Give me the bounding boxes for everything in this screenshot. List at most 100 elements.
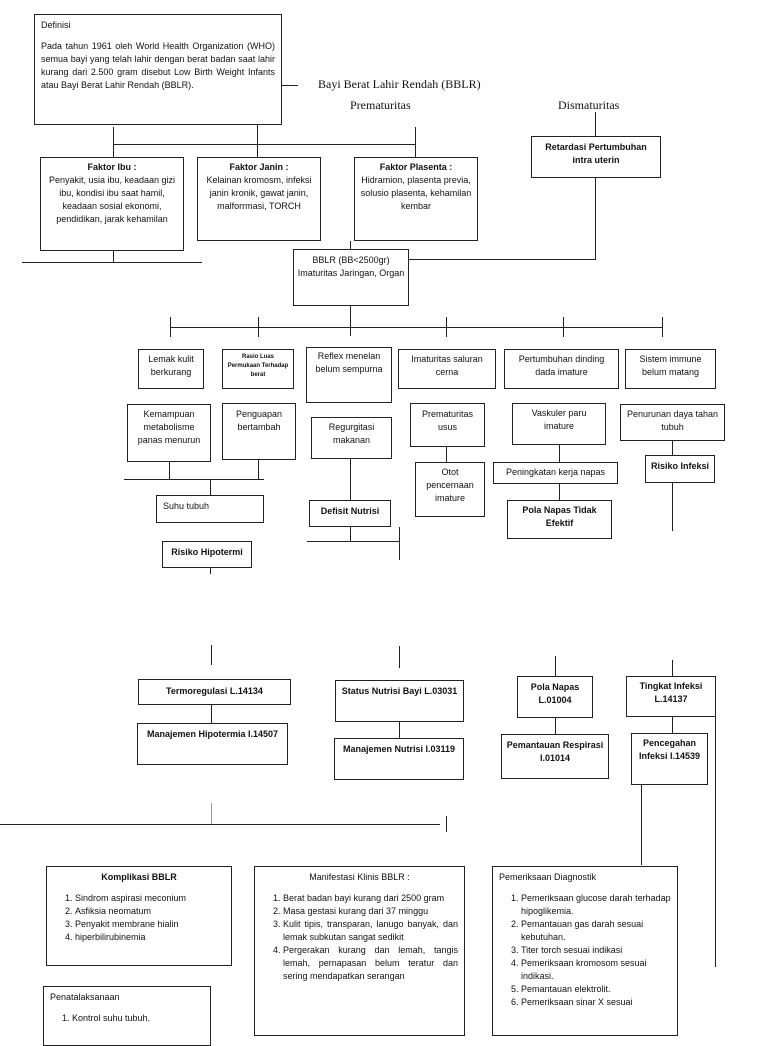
connector xyxy=(113,251,114,262)
definisi-text: Pada tahun 1961 oleh World Health Organi… xyxy=(41,41,275,91)
diagnostik-title: Pemeriksaan Diagnostik xyxy=(499,872,597,882)
penatalaksanaan-list: Kontrol suhu tubuh. xyxy=(50,1012,204,1025)
connector xyxy=(595,112,596,136)
connector xyxy=(555,656,556,676)
imaturitas-box: Imaturitas saluran cerna xyxy=(398,349,496,389)
connector xyxy=(446,447,447,462)
definisi-title: Definisi xyxy=(41,20,71,30)
diagnostik-list: Pemeriksaan glucose darah terhadap hipog… xyxy=(499,892,671,1009)
pencegahan-infeksi-box: Pencegahan Infeksi I.14539 xyxy=(631,733,708,785)
connector xyxy=(408,259,596,260)
manifestasi-list: Berat badan bayi kurang dari 2500 gram M… xyxy=(261,892,458,983)
connector xyxy=(258,317,259,337)
connector xyxy=(211,803,212,825)
connector xyxy=(210,479,211,495)
connector xyxy=(210,568,211,574)
list-item: Penyakit membrane hialin xyxy=(75,918,225,931)
list-item: Pemantauan elektrolit. xyxy=(521,983,671,996)
faktor-ibu-title: Faktor Ibu : xyxy=(87,162,137,172)
komplikasi-box: Komplikasi BBLR Sindrom aspirasi meconiu… xyxy=(46,866,232,966)
penatalaksanaan-box: Penatalaksanaan Kontrol suhu tubuh. xyxy=(43,986,211,1046)
faktor-ibu-box: Faktor Ibu : Penyakit, usia ibu, keadaan… xyxy=(40,157,184,251)
connector xyxy=(350,527,351,541)
komplikasi-list: Sindrom aspirasi meconium Asfiksia neoma… xyxy=(53,892,225,944)
regurgitasi-box: Regurgitasi makanan xyxy=(311,417,392,459)
list-item: Pemeriksaan sinar X sesuai xyxy=(521,996,671,1009)
connector xyxy=(170,317,171,337)
connector xyxy=(595,220,596,260)
rasio-box: Rasio Luas Permukaan Terhadap berat xyxy=(222,349,294,389)
list-item: Masa gestasi kurang dari 37 minggu xyxy=(283,905,458,918)
connector xyxy=(399,527,400,560)
retardasi-box: Retardasi Pertumbuhan intra uterin xyxy=(531,136,661,178)
bblr-box: BBLR (BB<2500gr) Imaturitas Jaringan, Or… xyxy=(293,249,409,306)
dismaturitas-heading: Dismaturitas xyxy=(558,98,620,112)
connector xyxy=(672,483,673,531)
status-nutrisi-box: Status Nutrisi Bayi L.03031 xyxy=(335,680,464,722)
connector xyxy=(559,484,560,500)
prematuritas-heading: Prematuritas xyxy=(350,98,411,112)
connector xyxy=(350,306,351,336)
connector xyxy=(672,717,673,733)
connector xyxy=(672,660,673,676)
vaskuler-box: Vaskuler paru imature xyxy=(512,403,606,445)
tingkat-infeksi-box: Tingkat Infeksi L.14137 xyxy=(626,676,716,717)
list-item: Kulit tipis, transparan, lanugo banyak, … xyxy=(283,918,458,944)
defisit-box: Defisit Nutrisi xyxy=(309,500,391,527)
connector xyxy=(124,479,264,480)
connector xyxy=(0,824,440,825)
pertumbuhan-box: Pertumbuhan dinding dada imature xyxy=(504,349,619,389)
faktor-janin-box: Faktor Janin : Kelainan kromosm, infeksi… xyxy=(197,157,321,241)
prematuritas-usus-box: Prematuritas usus xyxy=(410,403,485,447)
connector xyxy=(350,241,351,249)
connector xyxy=(555,718,556,734)
bblr-heading: Bayi Berat Lahir Rendah (BBLR) xyxy=(318,77,481,91)
connector xyxy=(446,317,447,337)
connector xyxy=(22,262,202,263)
connector xyxy=(211,645,212,665)
pola-napas-box: Pola Napas Tidak Efektif xyxy=(507,500,612,539)
peningkatan-box: Peningkatan kerja napas xyxy=(493,462,618,484)
connector xyxy=(662,317,663,337)
pola-napas-l-box: Pola Napas L.01004 xyxy=(517,676,593,718)
list-item: Asfiksia neomatum xyxy=(75,905,225,918)
faktor-janin-text: Kelainan kromosm, infeksi janin kronik, … xyxy=(206,175,312,212)
suhu-box: Suhu tubuh xyxy=(156,495,264,523)
connector xyxy=(595,178,596,220)
termoregulasi-box: Termoregulasi L.14134 xyxy=(138,679,291,705)
definisi-box: Definisi Pada tahun 1961 oleh World Heal… xyxy=(34,14,282,125)
diagnostik-box: Pemeriksaan Diagnostik Pemeriksaan gluco… xyxy=(492,866,678,1036)
list-item: Pemeriksaan kromosom sesuai indikasi. xyxy=(521,957,671,983)
faktor-plasenta-text: Hidramion, plasenta previa, solusio plas… xyxy=(360,175,472,212)
sistem-box: Sistem immune belum matang xyxy=(625,349,716,389)
connector xyxy=(446,816,447,832)
connector xyxy=(559,445,560,462)
kemampuan-box: Kemampuan metabolisme panas menurun xyxy=(127,404,211,462)
connector xyxy=(257,144,258,157)
connector xyxy=(257,125,258,145)
connector xyxy=(113,144,415,145)
faktor-plasenta-box: Faktor Plasenta : Hidramion, plasenta pr… xyxy=(354,157,478,241)
list-item: Kontrol suhu tubuh. xyxy=(72,1012,204,1025)
connector xyxy=(399,646,400,668)
list-item: Berat badan bayi kurang dari 2500 gram xyxy=(283,892,458,905)
connector xyxy=(282,85,298,86)
otot-box: Otot pencernaan imature xyxy=(415,462,485,517)
list-item: Sindrom aspirasi meconium xyxy=(75,892,225,905)
risiko-hipotermi-box: Risiko Hipotermi xyxy=(162,541,252,568)
connector xyxy=(113,127,114,157)
manajemen-hipotermia-box: Manajemen Hipotermia I.14507 xyxy=(137,723,288,765)
penurunan-box: Penurunan daya tahan tubuh xyxy=(620,404,725,441)
connector xyxy=(672,441,673,455)
list-item: Titer torch sesuai indikasi xyxy=(521,944,671,957)
connector xyxy=(258,460,259,479)
connector xyxy=(399,722,400,738)
manifestasi-box: Manifestasi Klinis BBLR : Berat badan ba… xyxy=(254,866,465,1036)
reflex-box: Reflex menelan belum sempurna xyxy=(306,347,392,403)
penatalaksanaan-title: Penatalaksanaan xyxy=(50,992,120,1002)
connector xyxy=(415,127,416,157)
faktor-ibu-text: Penyakit, usia ibu, keadaan gizi ibu, ko… xyxy=(48,175,176,225)
pemantauan-respirasi-box: Pemantauan Respirasi I.01014 xyxy=(501,734,609,779)
lemak-box: Lemak kulit berkurang xyxy=(138,349,204,389)
list-item: Pergerakan kurang dan lemah, tangis lema… xyxy=(283,944,458,983)
